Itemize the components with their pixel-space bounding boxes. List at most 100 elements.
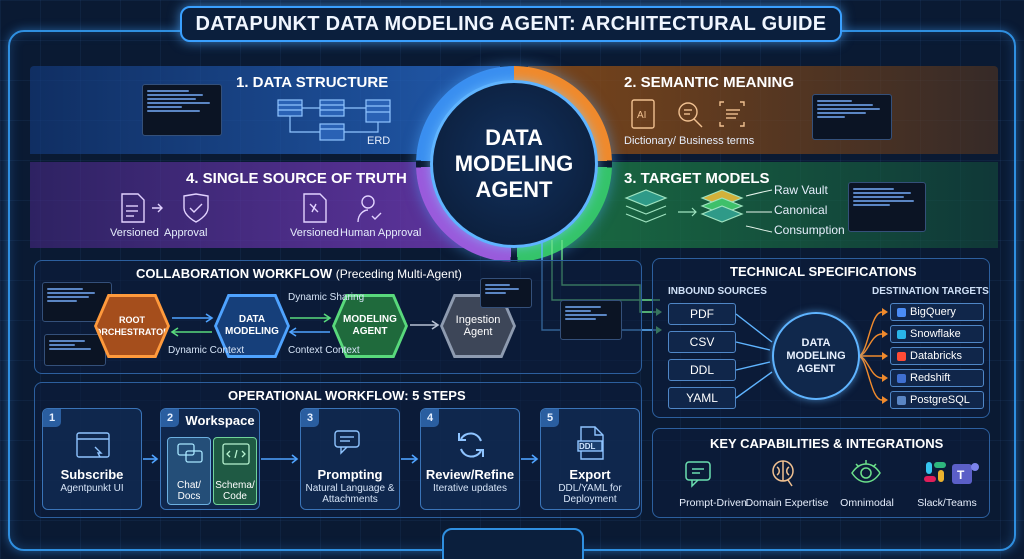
ddl-icon-text: DDL — [579, 442, 596, 451]
code-snippet — [848, 182, 926, 232]
step-subscribe: 1 Subscribe Agentpunkt UI — [42, 408, 142, 510]
dynamic-context-label: Dynamic Context — [168, 345, 245, 356]
page-title: DATAPUNKT DATA MODELING AGENT: ARCHITECT… — [180, 6, 842, 42]
collaboration-subtitle: (Preceding Multi-Agent) — [335, 267, 462, 281]
center-agent-circle: DATA MODELING AGENT — [430, 80, 598, 248]
databricks-icon — [897, 351, 906, 361]
bigquery-icon — [897, 307, 906, 317]
refresh-icon — [458, 432, 484, 458]
center-title-line: DATA — [485, 125, 543, 150]
source-ddl: DDL — [668, 359, 736, 381]
capability-label: Omnimodal — [840, 497, 894, 509]
step-number: 5 — [541, 409, 559, 427]
ingestion-agent-node: Ingestion Agent — [443, 297, 513, 355]
redshift-icon — [897, 373, 906, 383]
collaboration-title-text: COLLABORATION WORKFLOW — [136, 266, 333, 281]
dictionary-label: Dictionary/ Business terms — [624, 135, 755, 147]
tech-agent-line: DATA — [801, 336, 831, 349]
human-approval-label: Human Approval — [340, 227, 422, 239]
erd-diagram-icon — [277, 99, 391, 141]
capabilities-panel — [652, 428, 990, 518]
erd-label: ERD — [367, 135, 391, 147]
step-title: Workspace — [185, 413, 255, 428]
tech-agent-line: AGENT — [796, 362, 836, 375]
source-yaml: YAML — [668, 387, 736, 409]
root-orchestrator-node: ROOT ORCHESTRATOR — [97, 297, 167, 355]
capability-label: Domain Expertise — [745, 497, 829, 509]
step-subtitle: Agentpunkt UI — [60, 483, 124, 494]
source-csv: CSV — [668, 331, 736, 353]
target-label: PostgreSQL — [910, 394, 970, 406]
step-number: 3 — [301, 409, 319, 427]
target-label: BigQuery — [910, 306, 956, 318]
consumption-label: Consumption — [774, 223, 845, 237]
context-context-label: Context Context — [288, 345, 360, 356]
dictionary-icon: AI — [631, 99, 745, 129]
target-label: Redshift — [910, 372, 951, 384]
step-title: Subscribe — [60, 467, 124, 482]
tech-specs-title: TECHNICAL SPECIFICATIONS — [730, 264, 917, 279]
chat-docs-label: Chat/ Docs — [177, 480, 201, 502]
canonical-label: Canonical — [774, 203, 828, 217]
versioned-approval-icons — [121, 193, 382, 223]
step-title: Review/Refine — [425, 467, 515, 482]
code-snippet — [480, 278, 532, 308]
ddl-file-icon — [577, 426, 604, 460]
target-redshift: Redshift — [890, 369, 984, 387]
step-title: Prompting — [317, 467, 383, 482]
tech-agent-line: MODELING — [786, 349, 846, 362]
capability-label: Slack/Teams — [917, 497, 977, 509]
capabilities-title: KEY CAPABILITIES & INTEGRATIONS — [710, 436, 944, 451]
eye-icon — [851, 460, 881, 483]
data-structure-title: 1. DATA STRUCTURE — [236, 74, 389, 91]
target-label: Snowflake — [910, 328, 961, 340]
target-models-title: 3. TARGET MODELS — [624, 170, 770, 187]
code-snippet — [560, 300, 622, 340]
center-title-line: AGENT — [475, 177, 553, 202]
step-title: Export — [569, 467, 611, 482]
code-snippet — [812, 94, 892, 140]
step-number: 4 — [421, 409, 439, 427]
svg-text:T: T — [957, 468, 965, 482]
chat-icon — [177, 443, 203, 463]
brain-icon — [772, 460, 794, 487]
browser-window-icon — [76, 432, 110, 458]
slack-teams-icon: T — [924, 462, 979, 484]
step-export: 5 DDL Export DDL/YAML for Deployment — [540, 408, 640, 510]
modeling-agent-node: MODELING AGENT — [335, 297, 405, 355]
step-prompting: 3 Prompting Natural Language & Attachmen… — [300, 408, 400, 510]
target-postgresql: PostgreSQL — [890, 391, 984, 409]
tech-agent-circle: DATA MODELING AGENT — [772, 312, 860, 400]
schema-code-label: Schema/ Code — [215, 480, 255, 502]
target-bigquery: BigQuery — [890, 303, 984, 321]
versioned-label: Versioned — [110, 227, 159, 239]
single-source-title: 4. SINGLE SOURCE OF TRUTH — [186, 170, 407, 187]
chat-docs-card: Chat/ Docs — [167, 437, 211, 505]
source-pdf: PDF — [668, 303, 736, 325]
raw-vault-label: Raw Vault — [774, 183, 828, 197]
data-modeling-node: DATA MODELING — [217, 297, 287, 355]
step-review-refine: 4 Review/Refine Iterative updates — [420, 408, 520, 510]
schema-code-card: Schema/ Code — [213, 437, 257, 505]
target-databricks: Databricks — [890, 347, 984, 365]
bottom-tab — [442, 528, 584, 559]
approval-label: Approval — [164, 227, 208, 239]
semantic-meaning-title: 2. SEMANTIC MEANING — [624, 74, 795, 91]
layer-stack-icon — [624, 189, 773, 233]
code-snippet — [44, 334, 106, 366]
step-subtitle: DDL/YAML for Deployment — [558, 483, 622, 505]
target-label: Databricks — [910, 350, 962, 362]
code-icon — [222, 443, 250, 465]
code-snippet — [142, 84, 222, 136]
operational-title: OPERATIONAL WORKFLOW: 5 STEPS — [228, 388, 466, 403]
versioned-label: Versioned — [290, 227, 339, 239]
center-title-line: MODELING — [454, 151, 574, 176]
chat-bubbles-icon — [334, 430, 360, 455]
svg-text:AI: AI — [637, 110, 646, 121]
prompt-icon — [685, 461, 711, 488]
capability-label: Prompt-Driven — [679, 497, 747, 509]
inbound-title: INBOUND SOURCES — [668, 286, 767, 297]
